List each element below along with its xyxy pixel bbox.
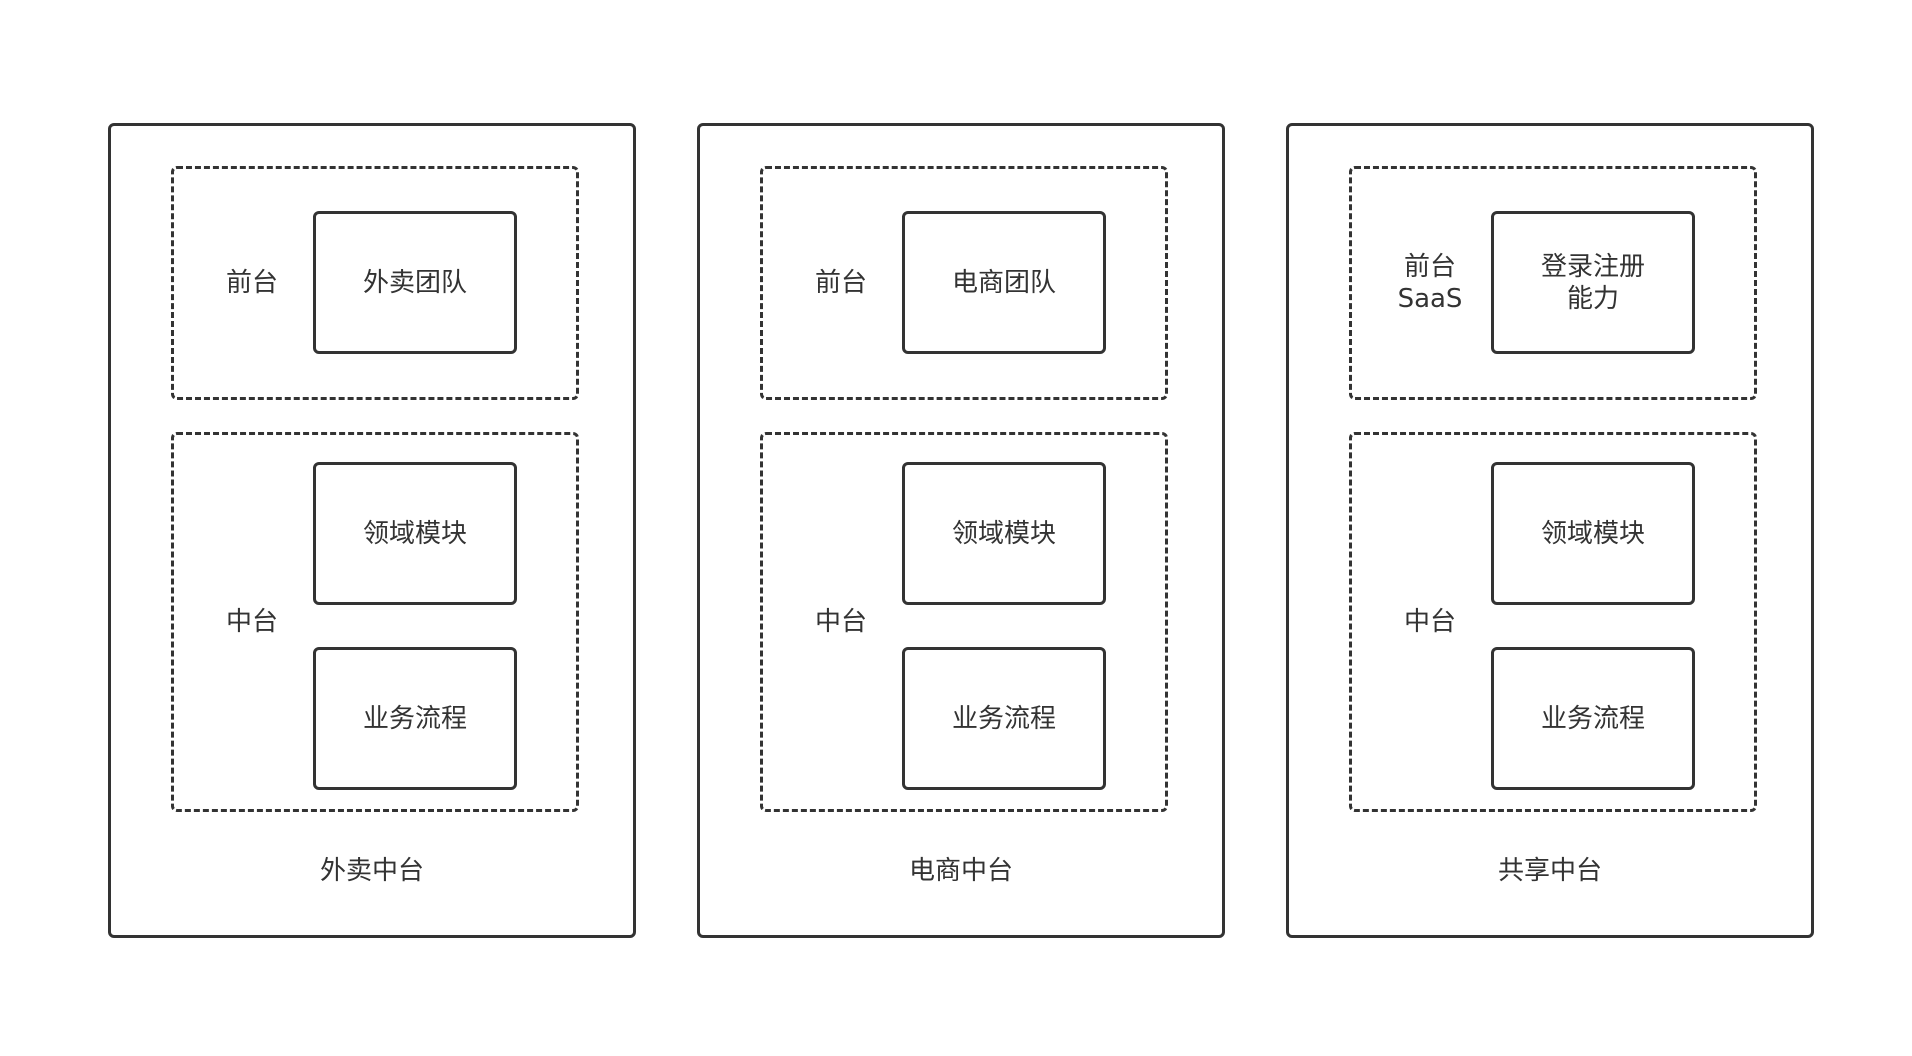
front-layer-label: 前台 — [814, 268, 867, 298]
domain-module-box: 领域模块 — [902, 462, 1106, 605]
business-process-box: 业务流程 — [902, 647, 1106, 790]
panel-takeout-platform: 前台 外卖团队 中台 领域模块 业务流程 外卖中台 — [108, 123, 636, 938]
panel-ecommerce-platform: 前台 电商团队 中台 领域模块 业务流程 电商中台 — [697, 123, 1225, 938]
front-layer: 前台 电商团队 — [760, 166, 1168, 400]
front-layer: 前台 外卖团队 — [171, 166, 579, 400]
middle-layer: 中台 领域模块 业务流程 — [1349, 432, 1757, 812]
middle-layer: 中台 领域模块 业务流程 — [760, 432, 1168, 812]
panel-shared-platform: 前台 SaaS 登录注册 能力 中台 领域模块 业务流程 共享中台 — [1286, 123, 1814, 938]
front-team-box: 电商团队 — [902, 211, 1106, 354]
front-layer: 前台 SaaS 登录注册 能力 — [1349, 166, 1757, 400]
panel-title: 电商中台 — [908, 856, 1013, 886]
middle-layer: 中台 领域模块 业务流程 — [171, 432, 579, 812]
domain-module-box: 领域模块 — [1491, 462, 1695, 605]
panel-title: 外卖中台 — [319, 856, 424, 886]
front-team-box: 外卖团队 — [313, 211, 517, 354]
front-layer-label: 前台 SaaS — [1397, 252, 1463, 314]
middle-layer-label: 中台 — [1403, 607, 1456, 637]
business-process-box: 业务流程 — [1491, 647, 1695, 790]
front-layer-label: 前台 — [225, 268, 278, 298]
middle-layer-label: 中台 — [814, 607, 867, 637]
login-register-box: 登录注册 能力 — [1491, 211, 1695, 354]
panel-title: 共享中台 — [1497, 856, 1602, 886]
business-process-box: 业务流程 — [313, 647, 517, 790]
domain-module-box: 领域模块 — [313, 462, 517, 605]
middle-layer-label: 中台 — [225, 607, 278, 637]
